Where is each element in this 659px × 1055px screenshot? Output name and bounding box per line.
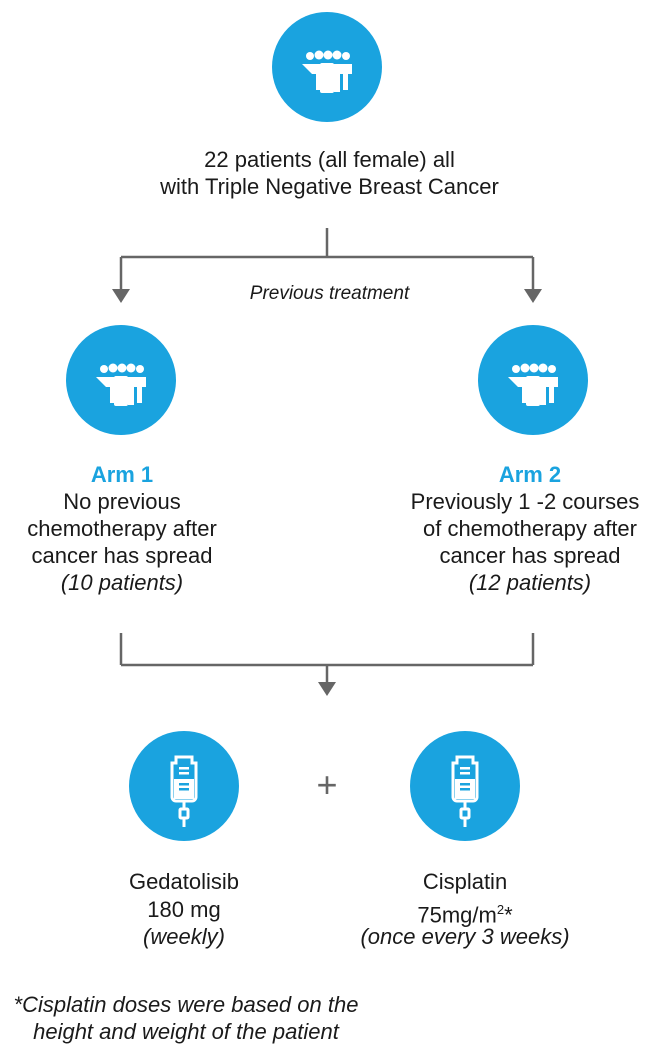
drug2-dose-superscript: 2 — [496, 902, 505, 917]
drug1-dose: 180 mg — [147, 897, 221, 922]
arrow-head-center — [318, 682, 336, 696]
drug1-schedule: (weekly) — [143, 924, 225, 949]
arrow-head-right — [524, 289, 542, 303]
patients-line-2: with Triple Negative Breast Cancer — [160, 174, 499, 199]
arm1-line-3: cancer has spread — [31, 543, 213, 568]
patients-line-1: 22 patients (all female) all — [204, 147, 455, 172]
previous-treatment-label: Previous treatment — [249, 283, 410, 304]
plus-sign: + — [316, 764, 338, 805]
drug2-schedule: (once every 3 weeks) — [360, 924, 570, 949]
arm1-count: (10 patients) — [60, 570, 184, 595]
drug1-name: Gedatolisib — [128, 869, 240, 894]
arm2-line-2: of chemotherapy after — [422, 516, 637, 541]
arm2-title: Arm 2 — [498, 462, 562, 487]
drug2-dose: 75mg/m2* — [345, 896, 585, 928]
drug2-dose-value: 75mg/m — [417, 902, 497, 928]
patients-group-icon — [272, 12, 382, 122]
arm2-line-1: Previously 1 -2 courses — [410, 489, 640, 514]
arm2-line-3: cancer has spread — [439, 543, 621, 568]
arm1-line-1: No previous — [63, 489, 181, 514]
iv-bag-icon-cisplatin — [410, 731, 520, 841]
drug2-dose-footnote-mark: * — [504, 902, 513, 928]
arm1-group-icon — [66, 325, 176, 435]
iv-bag-icon-gedatolisib — [129, 731, 239, 841]
footnote-line-1: *Cisplatin doses were based on the — [13, 992, 359, 1017]
arrow-head-left — [112, 289, 130, 303]
arm1-line-2: chemotherapy after — [27, 516, 217, 541]
arm2-group-icon — [478, 325, 588, 435]
footnote-line-2: height and weight of the patient — [33, 1019, 339, 1044]
arm1-title: Arm 1 — [90, 462, 154, 487]
arm2-count: (12 patients) — [468, 570, 592, 595]
drug2-name: Cisplatin — [422, 869, 508, 894]
